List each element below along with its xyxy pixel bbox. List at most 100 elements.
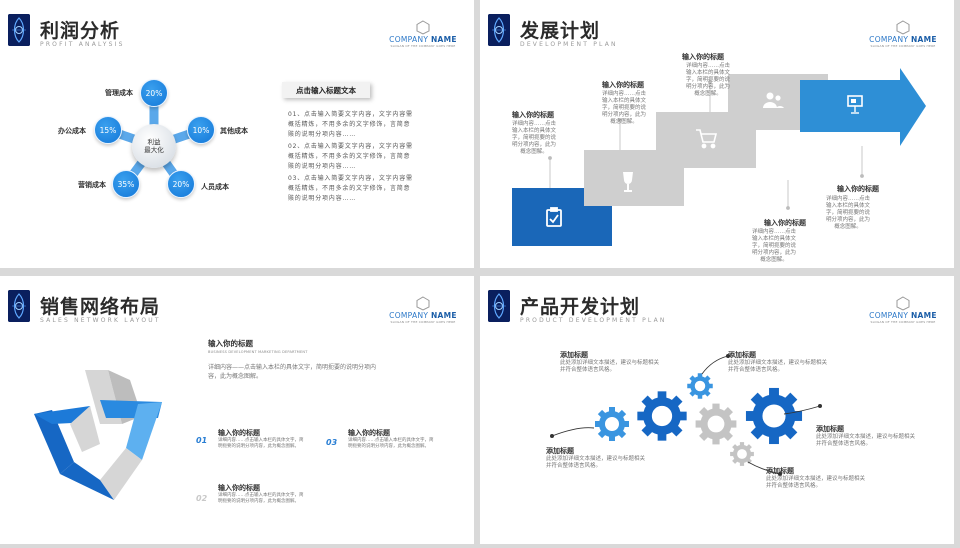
arrow-dot-2 (726, 354, 730, 358)
hexagon-icon (416, 296, 430, 311)
slide-title: 产品开发计划 (520, 296, 641, 318)
item-num-1: 01 (196, 436, 208, 445)
company-slogan: SLOGAN OF THE COMPANY GOES HERE (390, 320, 456, 324)
item-body-5: 此处添加详细文本描述，建议与标题相关并符合整体语言风格。 (766, 476, 866, 489)
item-body-2: 此处添加详细文本描述，建议与标题相关并符合整体语言风格。 (728, 360, 828, 373)
arrow-dot-1 (550, 434, 554, 438)
slide-sales-network: 销售网络布局 SALES NETWORK LAYOUT COMPANY NAME… (0, 276, 474, 544)
step-body-1: 详细内容……点击输入本栏的具体文字，简明扼要的说明分项内容，此为概念图解。 (511, 121, 556, 155)
company-logo: COMPANY NAME SLOGAN OF THE COMPANY GOES … (868, 296, 938, 324)
center-line-1: 利益 (147, 138, 161, 146)
item-title-2: 添加标题 (728, 351, 756, 359)
wine-glass-icon (623, 172, 633, 192)
logo (488, 14, 510, 46)
clipboard-icon (546, 207, 562, 227)
company-prefix: COMPANY (869, 311, 909, 320)
arrow-4 (747, 461, 781, 475)
arrow-dot-4 (778, 472, 782, 476)
slide-profit-analysis: 利润分析 PROFIT ANALYSIS COMPANY NAME SLOGAN… (0, 0, 474, 268)
bubble-other: 10% (187, 116, 215, 144)
item-title-2: 输入你的标题 (218, 484, 260, 492)
company-slogan: SLOGAN OF THE COMPANY GOES HERE (390, 44, 456, 48)
users-icon (763, 92, 784, 108)
company-name: NAME (910, 35, 937, 44)
item-title-4: 添加标题 (546, 447, 574, 455)
head-title: 输入你的标题 (208, 339, 253, 348)
slide-product-development: 产品开发计划 PRODUCT DEVELOPMENT PLAN COMPANY … (480, 276, 954, 544)
title-tag: 点击输入标题文本 (282, 82, 370, 98)
head-body: 详细内容——点击输入本栏的具体文字，简明扼要的说明分项内容，此为概念图解。 (208, 364, 377, 380)
item-title-3: 添加标题 (816, 425, 844, 433)
gear-6 (746, 388, 802, 444)
company-logo: COMPANY NAME SLOGAN OF THE COMPANY GOES … (868, 20, 938, 48)
slide-development-plan: 发展计划 DEVELOPMENT PLAN COMPANY NAME SLOGA… (480, 0, 954, 268)
company-slogan: SLOGAN OF THE COMPANY GOES HERE (870, 320, 936, 324)
label-other: 其他成本 (220, 127, 248, 135)
item-body-3: 详细内容……点击输入本栏的具体文字，简明扼要的说明分项内容，此为概念图解。 (348, 438, 434, 449)
label-office: 办公成本 (58, 127, 86, 135)
step-body-3: 详细内容……点击输入本栏的具体文字，简明扼要的说明分项内容，此为概念图解。 (685, 63, 730, 97)
slide-title: 发展计划 (520, 20, 601, 42)
step-body-4: 详细内容……点击输入本栏的具体文字，简明扼要的说明分项内容，此为概念图解。 (751, 229, 796, 263)
paragraph-3: 03、点击输入简要文字内容，文字内容需概括精炼，不用多余的文字修饰，言简意赅的说… (288, 175, 413, 202)
company-name: NAME (430, 35, 457, 44)
bubble-office: 15% (94, 116, 122, 144)
slide-subtitle: DEVELOPMENT PLAN (520, 41, 618, 48)
item-body-1: 此处添加详细文本描述，建议与标题相关并符合整体语言风格。 (560, 360, 660, 373)
step-title-4: 输入你的标题 (764, 219, 806, 227)
cart-icon (696, 129, 718, 149)
step-body-5: 详细内容……点击输入本栏的具体文字，简明扼要的说明分项内容，此为概念图解。 (825, 196, 870, 230)
company-prefix: COMPANY (389, 311, 429, 320)
gear-5 (730, 442, 754, 466)
item-num-2: 02 (196, 494, 208, 503)
step-title-1: 输入你的标题 (512, 111, 554, 119)
company-logo: COMPANY NAME SLOGAN OF THE COMPANY GOES … (388, 296, 458, 324)
paragraph-2: 02、点击输入简要文字内容，文字内容需概括精炼，不用多余的文字修饰，言简意赅的说… (288, 143, 413, 170)
item-title-1: 输入你的标题 (218, 429, 260, 437)
bubble-marketing: 35% (112, 170, 140, 198)
gear-4 (696, 404, 737, 445)
logo (8, 290, 30, 322)
arrow-dot-3 (818, 404, 822, 408)
logo (488, 290, 510, 322)
company-prefix: COMPANY (389, 35, 429, 44)
gears-diagram (550, 354, 822, 476)
gear-1 (595, 407, 629, 441)
step-title-2: 输入你的标题 (602, 81, 644, 89)
arrow-3 (783, 405, 821, 415)
step-title-5: 输入你的标题 (837, 185, 879, 193)
arrow-2 (701, 355, 729, 375)
center-line-2: 最大化 (144, 146, 164, 154)
company-prefix: COMPANY (869, 35, 909, 44)
gear-2 (637, 391, 686, 440)
center-ball: 利益最大化 (132, 124, 176, 168)
gear-3 (687, 373, 713, 399)
bubble-management: 20% (140, 79, 168, 107)
bubble-staff: 20% (167, 170, 195, 198)
item-body-3: 此处添加详细文本描述，建议与标题相关并符合整体语言风格。 (816, 434, 916, 447)
staircase-diagram (512, 68, 926, 246)
step-body-2: 详细内容……点击输入本栏的具体文字，简明扼要的说明分项内容，此为概念图解。 (601, 91, 646, 125)
paragraph-1: 01、点击输入简要文字内容，文字内容需概括精炼，不用多余的文字修饰，言简意赅的说… (288, 111, 413, 138)
item-body-4: 此处添加详细文本描述，建议与标题相关并符合整体语言风格。 (546, 456, 646, 469)
item-title-5: 添加标题 (766, 467, 794, 475)
item-num-3: 03 (326, 438, 338, 447)
label-staff: 人员成本 (201, 183, 229, 191)
company-name: NAME (430, 311, 457, 320)
slide-title: 销售网络布局 (40, 296, 161, 318)
label-management: 管理成本 (105, 89, 133, 97)
slide-subtitle: SALES NETWORK LAYOUT (40, 317, 161, 324)
item-title-1: 添加标题 (560, 351, 588, 359)
company-name: NAME (910, 311, 937, 320)
slide-title: 利润分析 (40, 20, 121, 42)
company-logo: COMPANY NAME SLOGAN OF THE COMPANY GOES … (388, 20, 458, 48)
step-5-arrow (800, 68, 926, 146)
label-marketing: 营销成本 (78, 181, 106, 189)
arrow-1 (551, 427, 595, 437)
logo (8, 14, 30, 46)
presentation-icon (847, 95, 863, 114)
company-slogan: SLOGAN OF THE COMPANY GOES HERE (870, 44, 936, 48)
item-body-2: 详细内容……点击输入本栏的具体文字，简明扼要的说明分项内容，此为概念图解。 (218, 493, 304, 504)
step-title-3: 输入你的标题 (682, 53, 724, 61)
slide-subtitle: PRODUCT DEVELOPMENT PLAN (520, 317, 667, 324)
